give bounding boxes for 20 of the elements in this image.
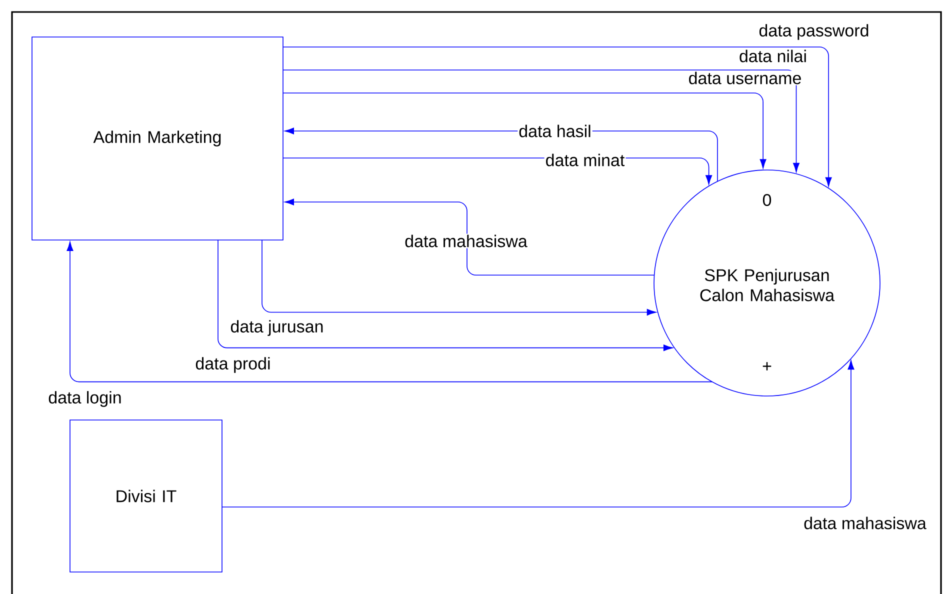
admin-box: Admin Marketing [32, 36, 284, 240]
edge-label: data minat [544, 152, 626, 168]
arrow [66, 242, 713, 382]
edge-label: data password [758, 23, 870, 41]
arrow [284, 198, 655, 276]
arrow [218, 240, 673, 352]
edge-label: data username [687, 70, 803, 86]
edge-label: data login [47, 390, 123, 408]
edge-label: data mahasiswa [802, 516, 928, 530]
edge-label: data hasil [518, 124, 592, 138]
arrow [282, 46, 832, 187]
edge-label: data nilai [738, 48, 808, 64]
arrow [282, 92, 766, 169]
arrow [262, 240, 656, 316]
edge-label: data jurusan [229, 319, 325, 337]
edge-label: data mahasiswa [404, 234, 528, 248]
arrow [222, 360, 854, 508]
entity-box: Divisi IT [70, 420, 222, 572]
arrow [282, 70, 800, 172]
edge-label: data prodi [194, 356, 272, 374]
